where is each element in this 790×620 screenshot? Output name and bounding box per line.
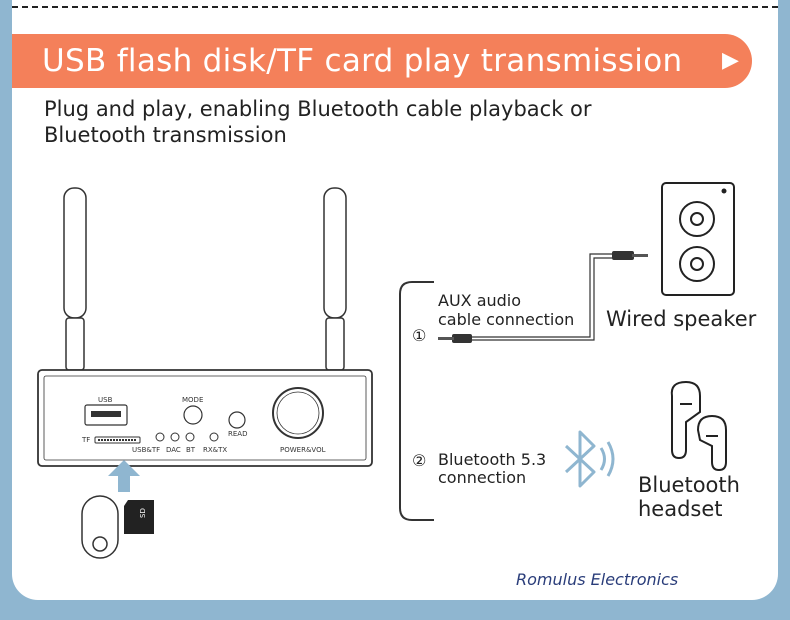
led-bt-icon bbox=[185, 432, 195, 442]
connection-1-line2: cable connection bbox=[438, 310, 575, 329]
title-banner: USB flash disk/TF card play transmission… bbox=[12, 34, 752, 88]
connection-2-line2: connection bbox=[438, 468, 527, 487]
connection-1-number: ① bbox=[412, 326, 427, 345]
connection-2-line1: Bluetooth 5.3 bbox=[438, 450, 547, 469]
bluetooth-headset-icon bbox=[670, 380, 727, 472]
play-triangle-icon: ▶ bbox=[722, 48, 740, 73]
connection-bracket bbox=[399, 281, 434, 521]
wired-speaker-label: Wired speaker bbox=[606, 307, 757, 331]
led-rxtx-icon bbox=[209, 432, 219, 442]
power-volume-knob-icon bbox=[272, 387, 324, 439]
top-dashed-divider bbox=[12, 6, 778, 8]
aux-cable-icon bbox=[470, 253, 612, 341]
connection-1-line1: AUX audio bbox=[438, 291, 522, 310]
led-usb-tf-icon bbox=[155, 432, 165, 442]
usb-flash-disk-icon bbox=[81, 495, 119, 559]
bluetooth-icon bbox=[564, 430, 615, 488]
led-bt-label: BT bbox=[186, 446, 196, 454]
mode-button-icon bbox=[183, 405, 203, 425]
power-volume-label: POWER&VOL bbox=[280, 446, 326, 454]
read-button-icon bbox=[228, 411, 246, 429]
tf-card-icon: SD bbox=[124, 500, 154, 534]
tf-slot-label: TF bbox=[82, 436, 91, 444]
wired-speaker-icon bbox=[661, 182, 735, 296]
brand-footer: Romulus Electronics bbox=[516, 570, 679, 589]
bluetooth-headset-label-line1: Bluetooth bbox=[638, 473, 740, 497]
right-antenna-icon bbox=[323, 187, 347, 371]
svg-text:SD: SD bbox=[139, 508, 147, 518]
intro-text: Plug and play, enabling Bluetooth cable … bbox=[44, 97, 592, 147]
left-antenna-icon bbox=[63, 187, 87, 371]
usb-port-label: USB bbox=[98, 396, 113, 404]
mode-label: MODE bbox=[182, 396, 204, 404]
bluetooth-headset-label-line2: headset bbox=[638, 497, 723, 521]
connection-2-number: ② bbox=[412, 451, 427, 470]
upload-arrow-icon bbox=[108, 460, 140, 492]
led-rxtx-label: RX&TX bbox=[203, 446, 228, 454]
led-dac-icon bbox=[170, 432, 180, 442]
led-usb-tf-label: USB&TF bbox=[132, 446, 161, 454]
led-dac-label: DAC bbox=[166, 446, 181, 454]
banner-title: USB flash disk/TF card play transmission bbox=[42, 43, 683, 79]
read-label: READ bbox=[228, 430, 248, 438]
